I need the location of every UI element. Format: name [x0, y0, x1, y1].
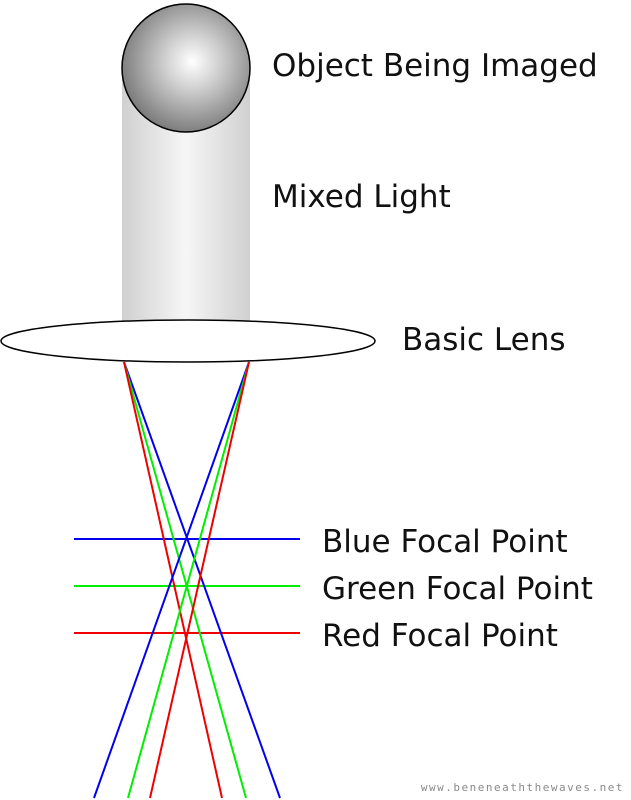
blue-ray-right [93, 361, 250, 799]
object-label: Object Being Imaged [272, 48, 598, 84]
watermark: www.beneneaththewaves.net [421, 781, 624, 794]
green-ray-right [127, 361, 250, 799]
mixed-light-label: Mixed Light [272, 179, 451, 215]
red-ray-left [123, 361, 223, 799]
blue-ray-left [123, 361, 281, 799]
red-ray-right [149, 361, 250, 799]
green-ray-left [123, 361, 247, 799]
red-focal-label: Red Focal Point [322, 618, 558, 654]
object-sphere [121, 3, 251, 133]
basic-lens [0, 319, 376, 363]
lens-label: Basic Lens [402, 322, 566, 358]
blue-focal-label: Blue Focal Point [322, 524, 568, 560]
green-focal-label: Green Focal Point [322, 571, 593, 607]
